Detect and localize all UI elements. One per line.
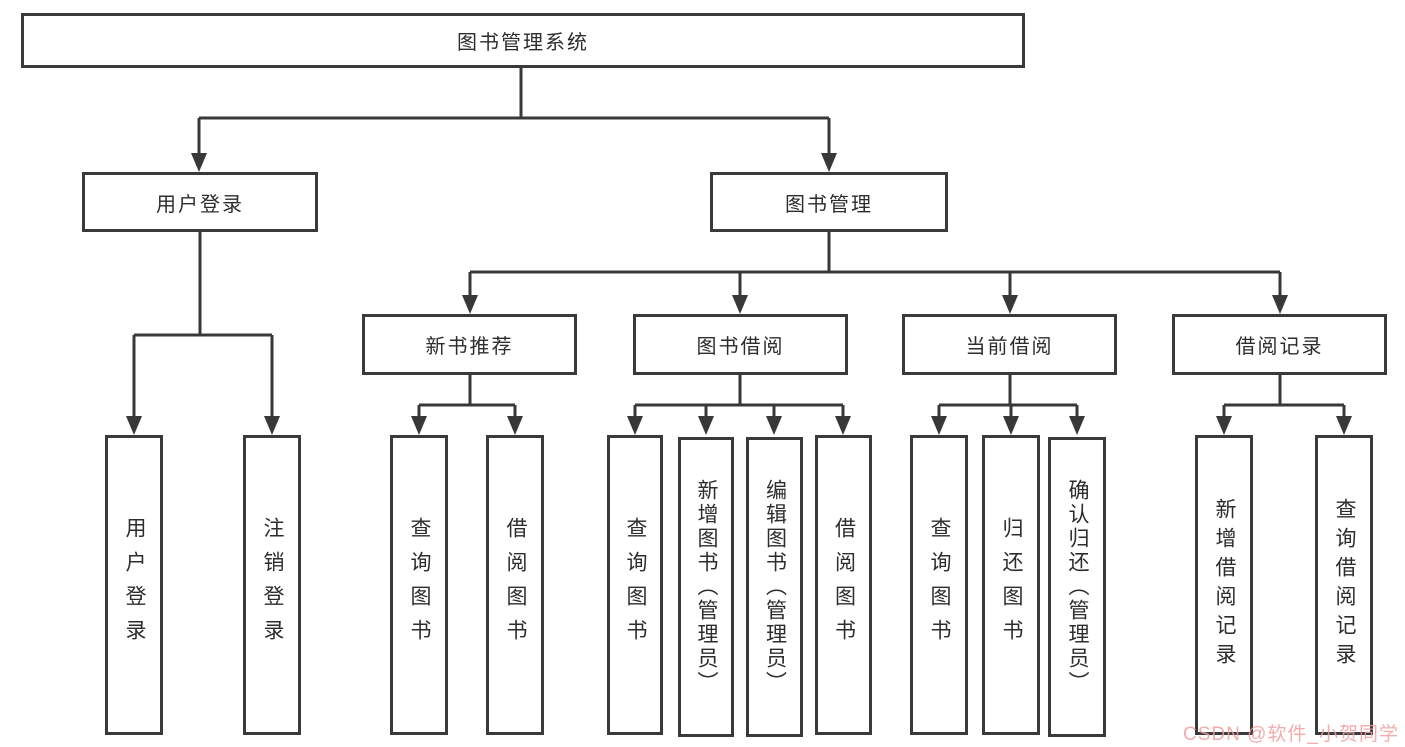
node-label: 当前借阅 <box>965 336 1054 358</box>
node-label: 图书借阅 <box>696 336 785 358</box>
node-label: 借阅记录 <box>1235 336 1324 358</box>
leaf-label: 查询图书 <box>928 517 951 653</box>
arrow-down-icon <box>462 295 478 314</box>
leaf-query-books-borrow: 查询图书 <box>607 435 663 735</box>
leaf-label: 新增图书（管理员） <box>695 479 718 695</box>
leaf-label: 确认归还（管理员） <box>1066 479 1089 695</box>
arrow-down-icon <box>507 416 523 435</box>
arrow-down-icon <box>835 416 851 435</box>
leaf-label: 查询图书 <box>624 517 647 653</box>
arrow-down-icon <box>126 416 142 435</box>
arrow-down-icon <box>627 416 643 435</box>
leaf-return-books: 归还图书 <box>982 435 1040 735</box>
node-book-management: 图书管理 <box>710 172 948 232</box>
leaf-add-books-admin: 新增图书（管理员） <box>678 437 734 737</box>
arrow-down-icon <box>821 153 837 172</box>
leaf-label: 借阅图书 <box>832 517 856 653</box>
arrow-down-icon <box>264 416 280 435</box>
leaf-borrow-books-recommend: 借阅图书 <box>486 435 544 735</box>
node-borrow-record: 借阅记录 <box>1172 314 1387 375</box>
arrow-down-icon <box>732 295 748 314</box>
node-book-borrow: 图书借阅 <box>633 314 848 375</box>
leaf-label: 归还图书 <box>1000 517 1023 653</box>
leaf-label: 注销登录 <box>261 517 284 653</box>
leaf-label: 查询借阅记录 <box>1333 498 1356 672</box>
leaf-label: 查询图书 <box>408 517 431 653</box>
leaf-label: 新增借阅记录 <box>1213 498 1236 672</box>
arrow-down-icon <box>1002 295 1018 314</box>
leaf-label: 用户登录 <box>123 517 146 653</box>
node-new-book-recommend: 新书推荐 <box>362 314 577 375</box>
leaf-borrow-books: 借阅图书 <box>815 435 872 735</box>
arrow-down-icon <box>698 416 714 435</box>
node-label: 新书推荐 <box>425 336 514 358</box>
leaf-query-books-current: 查询图书 <box>910 435 968 735</box>
leaf-label: 编辑图书（管理员） <box>763 479 787 695</box>
node-user-login: 用户登录 <box>82 172 318 232</box>
arrow-down-icon <box>1069 416 1085 435</box>
leaf-label: 借阅图书 <box>504 517 527 653</box>
leaf-user-login: 用户登录 <box>105 435 163 735</box>
leaf-query-borrow-record: 查询借阅记录 <box>1315 435 1373 735</box>
leaf-confirm-return-admin: 确认归还（管理员） <box>1048 437 1106 737</box>
arrow-down-icon <box>1272 295 1288 314</box>
arrow-down-icon <box>931 416 947 435</box>
leaf-edit-books-admin: 编辑图书（管理员） <box>746 437 803 737</box>
leaf-logout: 注销登录 <box>243 435 301 735</box>
arrow-down-icon <box>1216 416 1232 435</box>
node-label: 图书管理 <box>785 193 873 216</box>
node-label: 用户登录 <box>156 193 244 216</box>
arrow-down-icon <box>1003 416 1019 435</box>
leaf-query-books-recommend: 查询图书 <box>390 435 448 735</box>
leaf-add-borrow-record: 新增借阅记录 <box>1195 435 1253 735</box>
arrow-down-icon <box>191 153 207 172</box>
arrow-down-icon <box>411 416 427 435</box>
node-library-system: 图书管理系统 <box>21 13 1025 68</box>
node-label: 图书管理系统 <box>457 32 589 54</box>
watermark: CSDN @软件_小贺同学 <box>1183 724 1399 745</box>
node-current-borrow: 当前借阅 <box>902 314 1117 375</box>
arrow-down-icon <box>1336 416 1352 435</box>
arrow-down-icon <box>766 416 782 435</box>
